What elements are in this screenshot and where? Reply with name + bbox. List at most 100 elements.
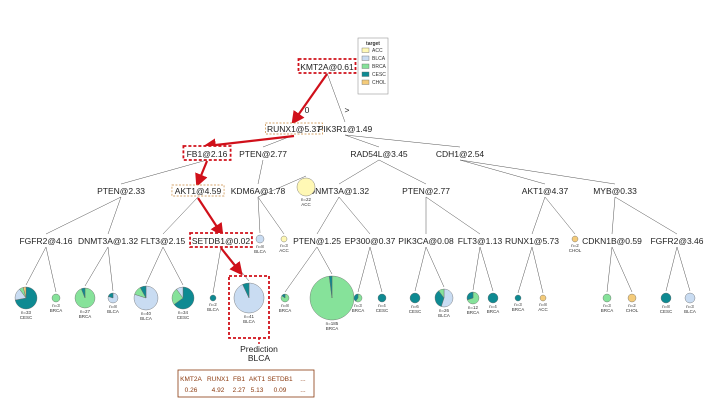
leaf-class: BRCA — [326, 326, 339, 331]
leaf-class: CESC — [376, 308, 389, 313]
table-header: SETDB1 — [267, 376, 293, 383]
legend-swatch-chol — [361, 79, 370, 85]
leaf-count: n=2 — [628, 303, 636, 308]
legend-swatch-blca — [361, 55, 370, 61]
node-ep300: EP300@0.37 — [345, 236, 396, 246]
leaf-class: CHOL — [569, 248, 582, 253]
table-header: FB1 — [233, 376, 245, 383]
leaf-count: n=3 — [354, 303, 362, 308]
node-pten-l1: PTEN@2.77 — [239, 149, 287, 159]
node-fgfr2-r: FGFR2@3.46 — [650, 236, 703, 246]
leaf-class: BRCA — [352, 308, 365, 313]
leaf-count: n=2 — [209, 302, 217, 307]
leaf-edge — [414, 246, 427, 292]
legend-label-acc: ACC — [372, 48, 383, 54]
leaf-class: CESC — [20, 315, 33, 320]
tree-edge — [45, 196, 122, 235]
node-fb1: FB1@2.16 — [187, 149, 228, 159]
prediction-title: Prediction — [240, 344, 278, 354]
table-header: ... — [300, 376, 306, 383]
prediction-path-edge — [202, 134, 295, 152]
node-fgfr2-l: FGFR2@4.16 — [19, 236, 72, 246]
leaf-edge — [212, 246, 222, 294]
leaf-edge — [257, 196, 285, 235]
leaf-class: BRCA — [79, 314, 92, 319]
node-pten-r: PTEN@2.77 — [402, 186, 450, 196]
predicted-leaf-box — [228, 275, 270, 339]
edge-label-left: 0 — [305, 105, 310, 115]
node-box-fb1 — [182, 145, 232, 161]
leaf-count: n=41 — [244, 314, 255, 319]
leaf-edge — [676, 246, 691, 292]
tree-edge — [378, 159, 427, 185]
leaf-count: n=26 — [439, 308, 450, 313]
leaf-edge — [479, 246, 494, 292]
node-pik3r1: PIK3R1@1.49 — [318, 124, 373, 134]
leaf-edge — [162, 246, 184, 286]
leaf-class: BRCA — [279, 308, 292, 313]
node-cdkn1b: CDKN1B@0.59 — [582, 236, 642, 246]
leaf-count: n=3 — [514, 302, 522, 307]
leaf-count: n=27 — [80, 309, 91, 314]
leaf-edge — [606, 246, 613, 293]
leaf-count: n=4 — [489, 304, 497, 309]
prediction-path-edge — [195, 160, 209, 188]
leaf-class: BLCA — [243, 319, 255, 324]
legend-title: target — [366, 41, 380, 47]
tree-edge — [316, 196, 340, 235]
tree-edge — [611, 196, 616, 235]
leaf-edge — [544, 196, 576, 235]
table-header: AKT1 — [249, 376, 266, 383]
leaf-edge — [284, 246, 318, 293]
node-akt1-r: AKT1@4.37 — [522, 186, 569, 196]
tree-edge — [459, 159, 616, 185]
node-akt1-l: AKT1@4.59 — [175, 186, 222, 196]
prediction-path: 0> — [195, 73, 350, 276]
legend-swatch-cesc — [361, 71, 370, 77]
leaf-count: n=3 — [686, 304, 694, 309]
leaf-class: BRCA — [601, 308, 614, 313]
table-value: 4.92 — [212, 387, 225, 394]
leaf-edge — [84, 246, 109, 287]
leaf-edge — [25, 246, 47, 286]
tree-edge — [338, 196, 371, 235]
prediction-value: BLCA — [248, 353, 271, 363]
tree-edge — [425, 196, 481, 235]
tree-edge — [338, 159, 380, 185]
legend-label-blca: BLCA — [372, 56, 386, 62]
table-header: KMT2A — [180, 376, 202, 383]
tree-edge — [344, 134, 380, 148]
legend-swatch-acc — [361, 47, 370, 53]
leaf-count: n=8 — [662, 304, 670, 309]
leaf-count: n=3 — [280, 243, 288, 248]
node-pten-l2: PTEN@2.33 — [97, 186, 145, 196]
leaf-class: CESC — [409, 309, 422, 314]
node-rad54l: RAD54L@3.45 — [350, 149, 408, 159]
tree-edge — [326, 72, 346, 123]
leaf-edge — [369, 246, 383, 293]
leaf-edge — [611, 246, 633, 293]
table-value: 5.13 — [251, 387, 264, 394]
node-cdh1: CDH1@2.54 — [436, 149, 485, 159]
leaf-class: BRCA — [512, 307, 525, 312]
node-runx1-top: RUNX1@5.37 — [267, 124, 321, 134]
leaf-count: n=6 — [411, 304, 419, 309]
leaf-count: n=185 — [326, 321, 339, 326]
leaf-class: BLCA — [438, 313, 450, 318]
